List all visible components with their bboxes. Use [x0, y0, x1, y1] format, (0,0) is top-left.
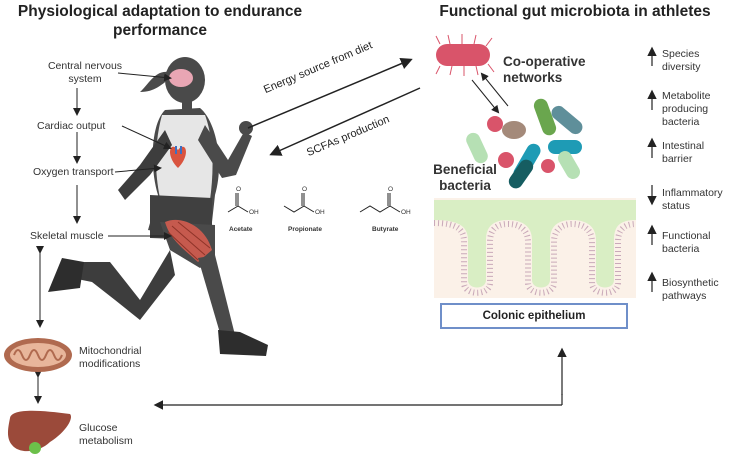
- brain-icon: [169, 69, 193, 87]
- beneficial-label: Beneficial bacteria: [433, 162, 497, 193]
- mito-label: Mitochondrial modifications: [79, 345, 142, 370]
- oxygen-label: Oxygen transport: [33, 166, 114, 178]
- back-shoe: [48, 258, 84, 292]
- effect-biosynthetic-pathways: Biosynthetic pathways: [662, 277, 719, 302]
- scfa-arrow: [269, 87, 421, 156]
- cardiac-label: Cardiac output: [37, 120, 106, 132]
- acetate-label: Acetate: [229, 226, 253, 233]
- svg-text:OH: OH: [249, 209, 259, 216]
- liver-icon: [8, 410, 72, 454]
- svg-text:OH: OH: [315, 209, 325, 216]
- svg-text:O: O: [302, 186, 307, 193]
- cooperative-label: Co-operative networks: [503, 54, 586, 85]
- effect-metabolite-bacteria: Metabolite producing bacteria: [662, 90, 711, 128]
- beneficial-bacteria-cluster: [466, 98, 583, 189]
- effect-functional-bacteria: Functional bacteria: [662, 230, 711, 255]
- effect-inflammatory-status: Inflammatory status: [662, 187, 723, 212]
- left-title: Physiological adaptation to endurance pe…: [17, 3, 303, 39]
- bacterium-icon: [435, 34, 495, 76]
- effect-intestinal-barrier: Intestinal barrier: [662, 140, 705, 165]
- svg-text:OH: OH: [401, 209, 411, 216]
- front-shoe: [218, 330, 268, 356]
- glucose-label: Glucose metabolism: [79, 422, 133, 447]
- gut-wall: [433, 198, 637, 298]
- muscle-label: Skeletal muscle: [30, 230, 104, 242]
- effect-species-diversity: Species diversity: [662, 48, 701, 73]
- cns-label: Central nervous system: [47, 60, 123, 85]
- right-title: Functional gut microbiota in athletes: [439, 3, 711, 20]
- runner-figure: [48, 57, 268, 356]
- scfa-structures: [227, 193, 401, 213]
- mitochondrion-icon: [4, 338, 72, 372]
- propionate-label: Propionate: [288, 226, 322, 233]
- svg-text:O: O: [388, 186, 393, 193]
- energy-arrow: [247, 57, 413, 129]
- butyrate-label: Butyrate: [372, 226, 399, 233]
- colonic-epithelium-box: Colonic epithelium: [440, 303, 628, 329]
- svg-text:O: O: [236, 186, 241, 193]
